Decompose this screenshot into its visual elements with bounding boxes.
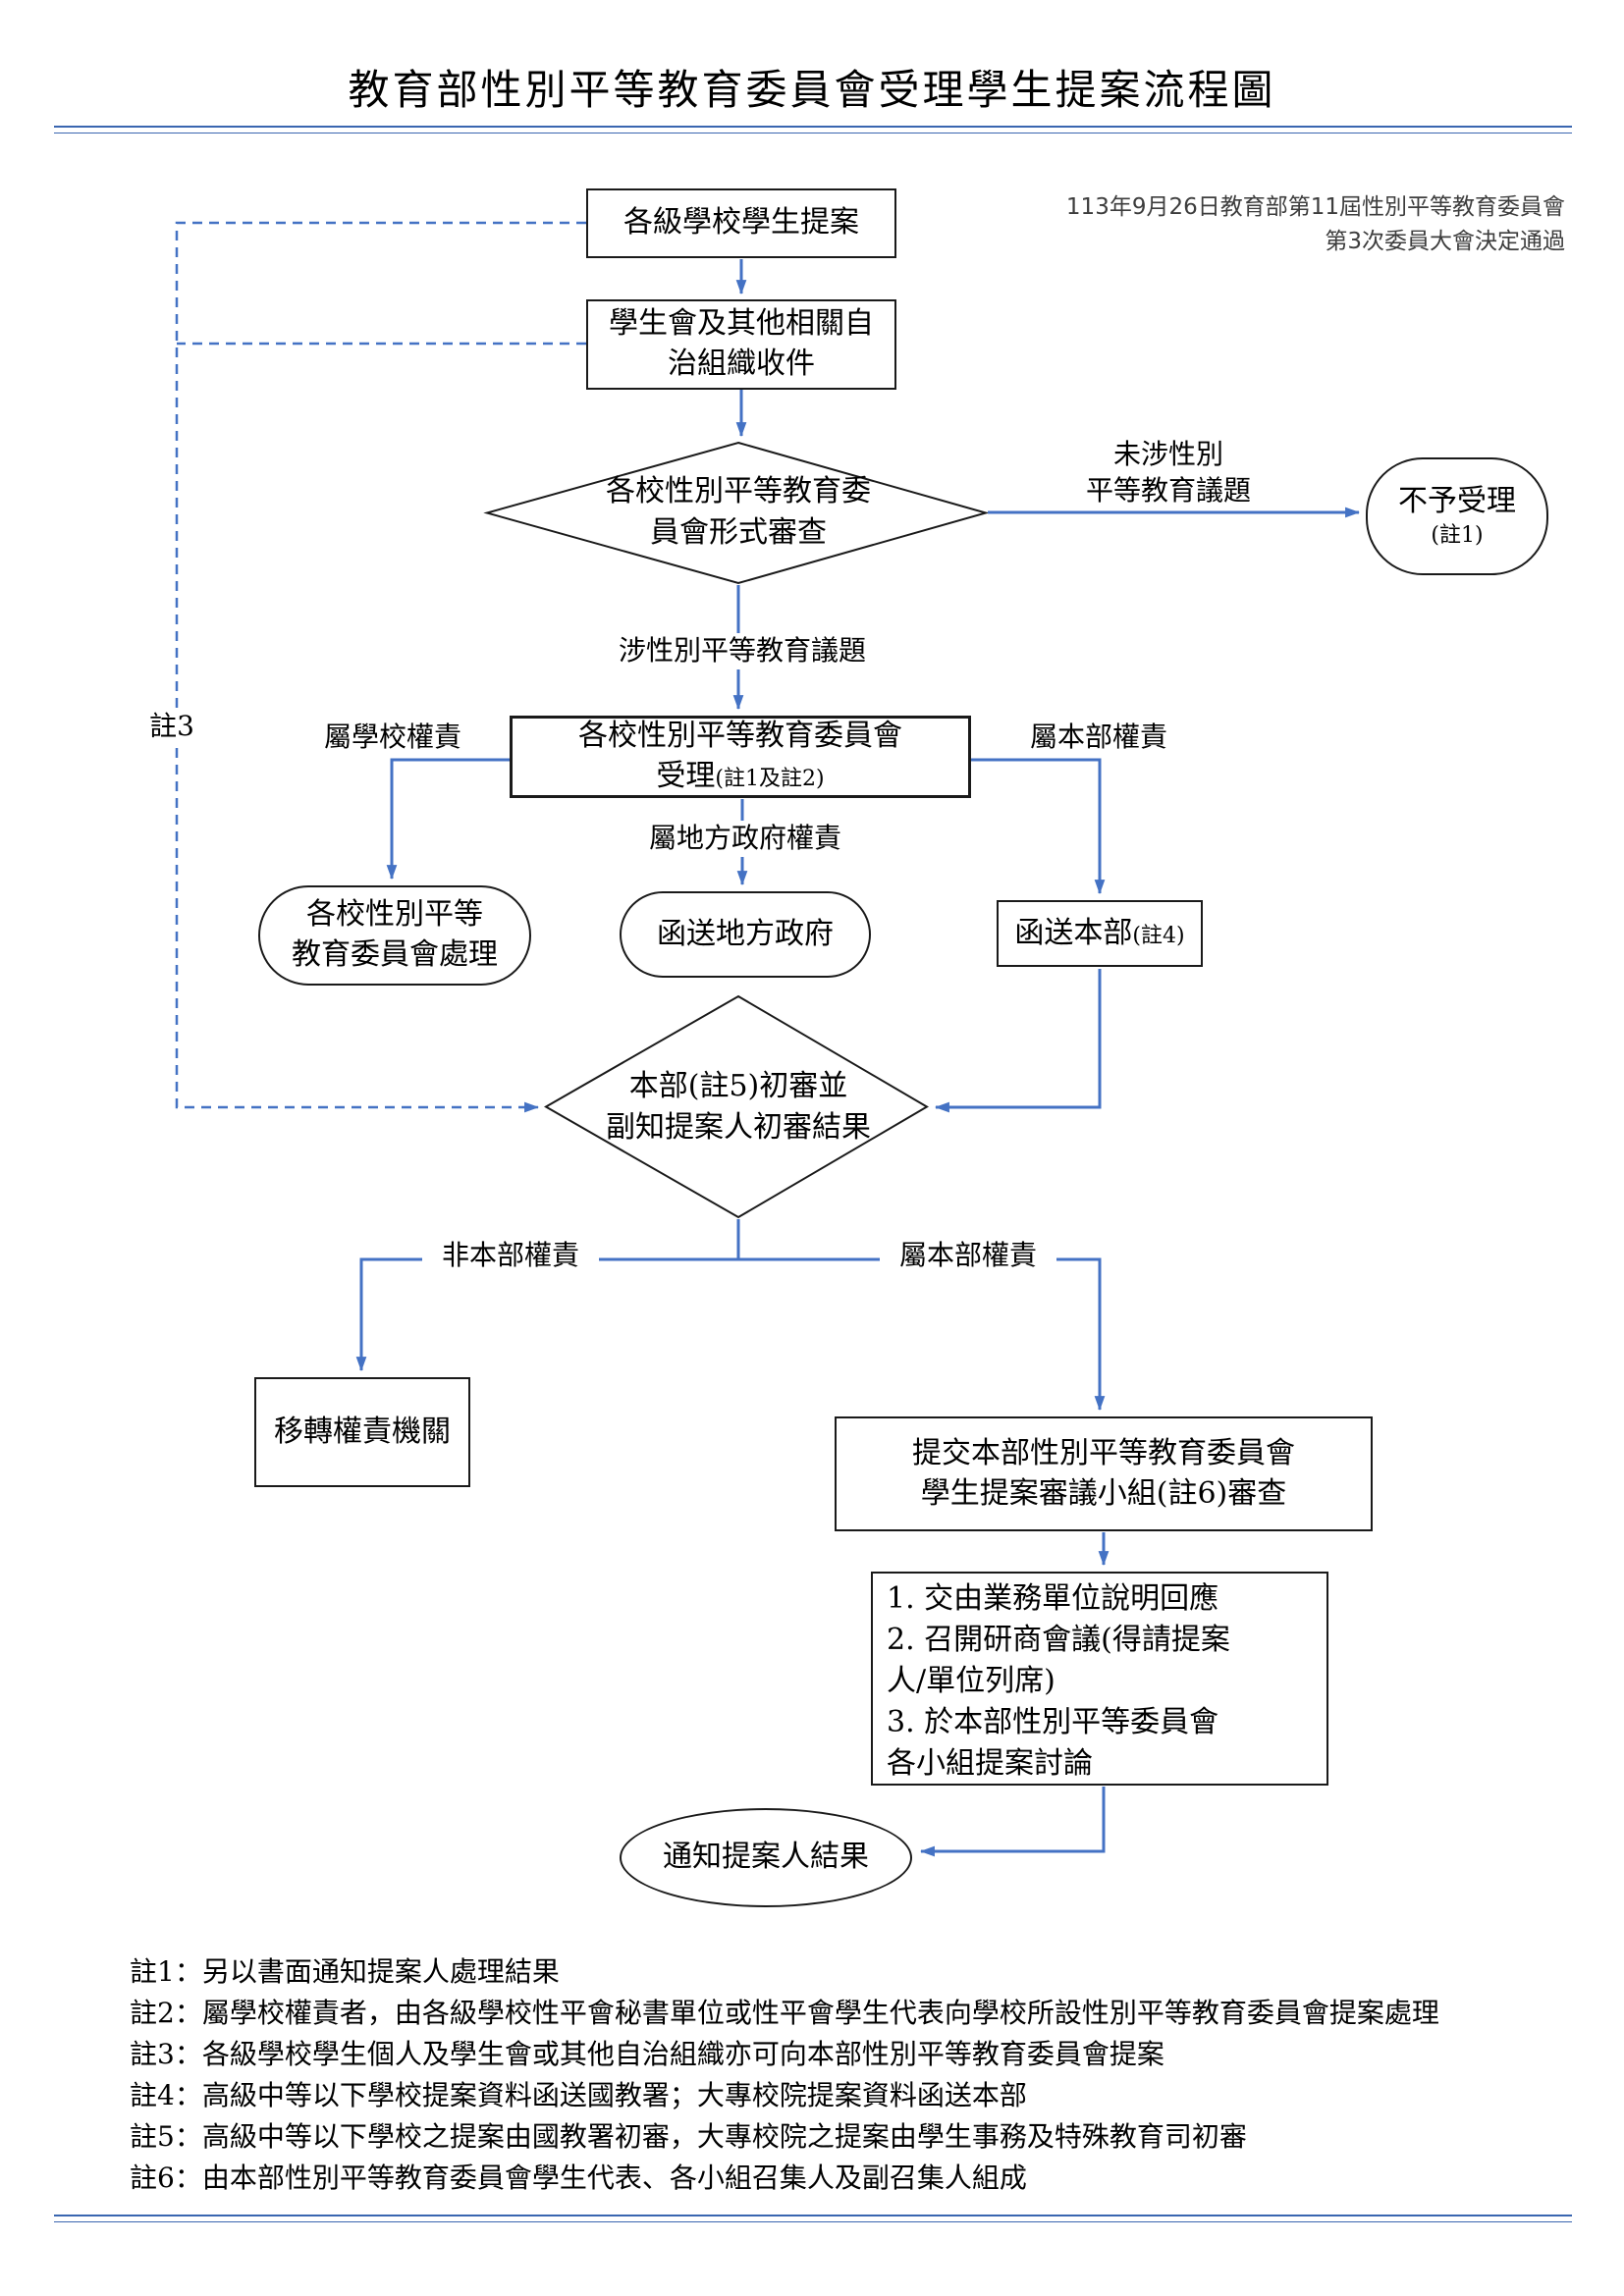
accept-note-ref: (註1及註2) (715, 767, 825, 791)
connector-accept-to-school-handle (386, 758, 510, 881)
decision-moe-initial-review-shape (543, 994, 929, 1219)
edge-label-local-gov-authority: 屬地方政府權責 (617, 821, 874, 857)
connector-initial-review-to-transfer (355, 1257, 738, 1372)
flow-node-student-union-receive: 學生會及其他相關自 治組織收件 (586, 299, 896, 390)
approval-note-line2: 第3次委員大會決定通過 (1325, 228, 1565, 254)
accept-line2-main: 受理 (656, 759, 716, 793)
connector-dashed-note3-to-initial-review (175, 221, 586, 1113)
edge-label-not-moe-authority: 非本部權責 (422, 1238, 599, 1274)
send-moe-line: 函送本部 (註4) (1014, 914, 1184, 954)
edge-label-note3-ref: 註3 (143, 709, 200, 745)
flow-node-send-moe: 函送本部 (註4) (997, 900, 1203, 967)
send-moe-note-ref: (註4) (1132, 923, 1185, 948)
footnote-4: 註4：高級中等以下學校提案資料函送國教署；大專校院提案資料函送本部 (130, 2079, 1027, 2111)
connector-accept-to-send-moe (971, 758, 1106, 895)
flow-node-reject: 不予受理 (註1) (1366, 457, 1548, 575)
edge-label-school-authority: 屬學校權責 (323, 721, 461, 753)
flow-node-student-proposal: 各級學校學生提案 (586, 188, 896, 258)
footnote-5: 註5：高級中等以下學校之提案由國教署初審，大專校院之提案由學生事務及特殊教育司初… (130, 2120, 1247, 2153)
reject-note-ref: (註1) (1431, 523, 1484, 549)
page-title: 教育部性別平等教育委員會受理學生提案流程圖 (348, 66, 1276, 114)
edge-label-not-gender-issue: 未涉性別 平等教育議題 (1085, 438, 1251, 507)
footnote-2: 註2：屬學校權責者，由各級學校性平會秘書單位或性平會學生代表向學校所設性別平等教… (130, 1997, 1439, 2029)
bottom-double-rule (54, 2215, 1572, 2222)
connector-initial-review-to-submit (738, 1257, 1106, 1412)
flow-node-transfer-authority: 移轉權責機關 (254, 1377, 470, 1487)
footnote-6: 註6：由本部性別平等教育委員會學生代表、各小組召集人及副召集人組成 (130, 2162, 1027, 2194)
footnote-1: 註1：另以書面通知提案人處理結果 (130, 1955, 560, 1988)
edge-label-moe-authority-down: 屬本部權責 (880, 1238, 1056, 1274)
flow-node-submit-review-panel: 提交本部性別平等教育委員會 學生提案審議小組(註6)審查 (835, 1416, 1373, 1531)
accept-line1: 各校性別平等教育委員會 (578, 719, 902, 754)
connector-send-moe-to-initial-review (934, 969, 1102, 1113)
flow-node-school-handle: 各校性別平等 教育委員會處理 (258, 885, 531, 986)
approval-note: 113年9月26日教育部第11屆性別平等教育委員會 第3次委員大會決定通過 (1066, 190, 1565, 258)
approval-note-line1: 113年9月26日教育部第11屆性別平等教育委員會 (1065, 194, 1565, 220)
edge-label-moe-authority-right: 屬本部權責 (1029, 721, 1167, 753)
top-double-rule (54, 126, 1572, 133)
decision-moe-initial-review-label: 本部(註5)初審並 副知提案人初審結果 (606, 1069, 871, 1145)
connector-steps-to-notify (919, 1787, 1106, 1857)
reject-text: 不予受理 (1398, 483, 1516, 518)
decision-formal-review-label: 各校性別平等教育委 員會形式審查 (606, 474, 871, 550)
edge-label-gender-issue: 涉性別平等教育議題 (602, 633, 883, 669)
footnotes: 註1：另以書面通知提案人處理結果 註2：屬學校權責者，由各級學校性平會秘書單位或… (130, 1951, 1439, 2199)
footnote-3: 註3：各級學校學生個人及學生會或其他自治組織亦可向本部性別平等教育委員會提案 (130, 2038, 1164, 2070)
send-moe-main: 函送本部 (1014, 915, 1133, 950)
flow-node-notify-result: 通知提案人結果 (620, 1808, 912, 1907)
decision-formal-review-shape (483, 441, 990, 585)
flow-node-send-local-gov: 函送地方政府 (620, 891, 871, 978)
flow-node-review-steps: 1. 交由業務單位說明回應 2. 召開研商會議(得請提案 人/單位列席) 3. … (871, 1572, 1328, 1786)
accept-line2: 受理 (註1及註2) (656, 757, 824, 797)
flow-node-accept: 各校性別平等教育委員會 受理 (註1及註2) (510, 716, 971, 798)
